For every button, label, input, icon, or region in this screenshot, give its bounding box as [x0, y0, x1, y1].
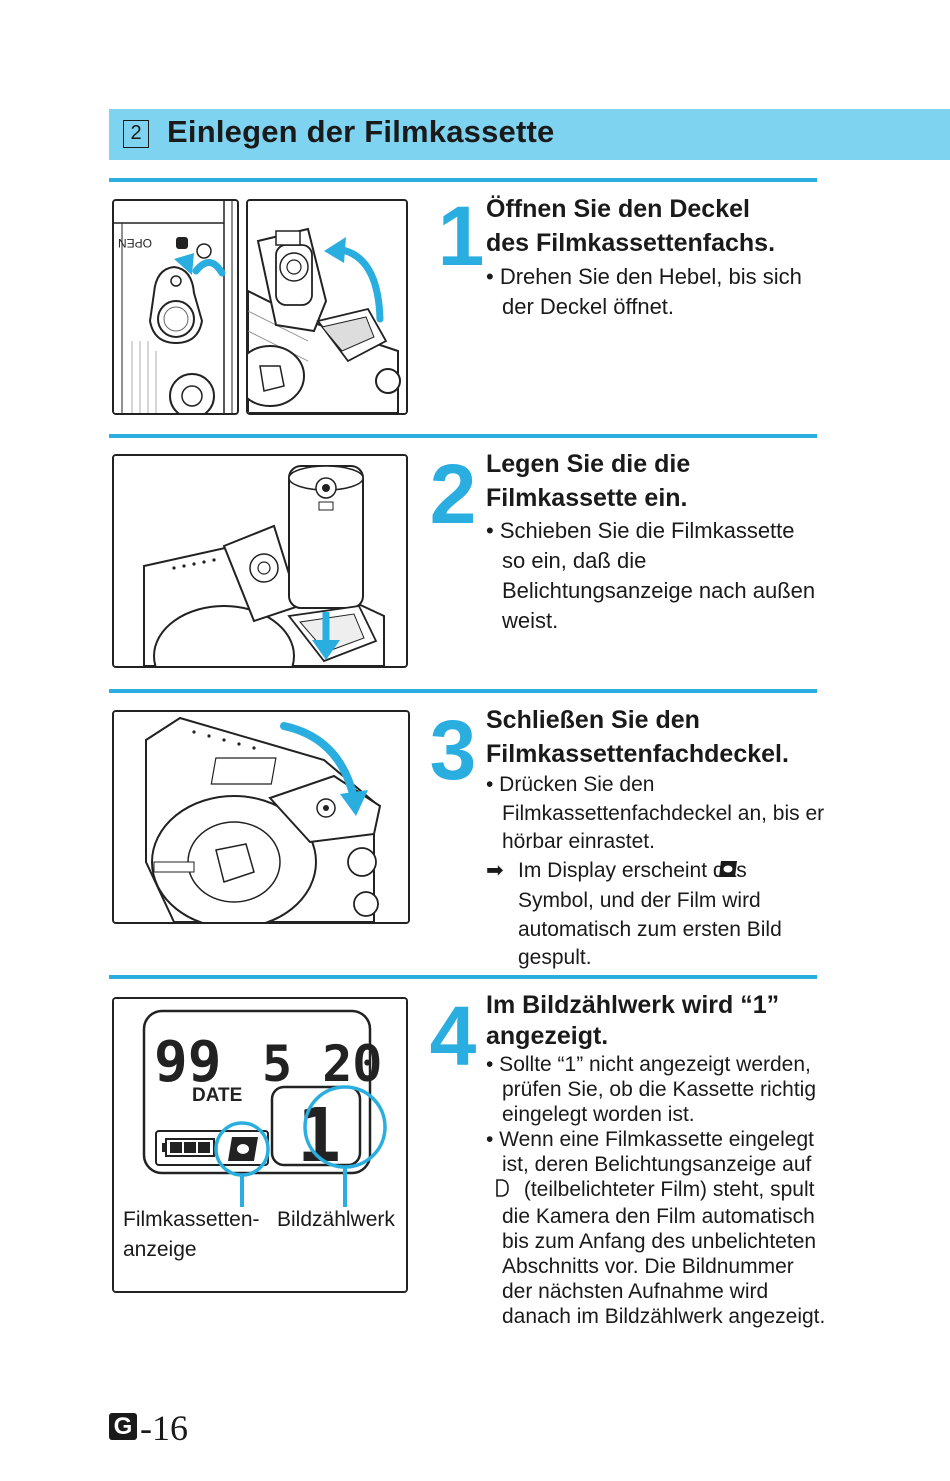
step2-figure-insert-cassette [112, 454, 408, 668]
step1-figure-lever: OPEN [112, 199, 239, 415]
open-label: OPEN [118, 236, 152, 250]
step-heading: Im Bildzählwerk wird “1” angezeigt. [486, 990, 826, 1052]
step1-text: Öffnen Sie den Deckel des Filmkassettenf… [486, 192, 816, 322]
section-divider [109, 689, 817, 693]
step4-text: Im Bildzählwerk wird “1” angezeigt. • So… [486, 990, 826, 1329]
step-heading-line: Filmkassettenfachdeckel. [486, 740, 789, 768]
step-number: 2 [429, 447, 477, 541]
bullet: • Schieben Sie die Filmkassette so ein, … [486, 518, 816, 633]
bullet: • Sollte “1” nicht angezeigt werden, prü… [486, 1053, 817, 1126]
step-heading-line: Öffnen Sie den Deckel [486, 195, 750, 223]
bullet-text: (teilbelichteter Film) steht, spult die … [502, 1178, 826, 1328]
step-heading-line: angezeigt. [486, 1022, 609, 1050]
bullet: • Drehen Sie den Hebel, bis sich der Dec… [486, 264, 802, 319]
step-heading-line: des Filmkassettenfachs. [486, 229, 776, 257]
bullet: • Drücken Sie den Filmkassettenfachdecke… [486, 773, 825, 853]
result-text: Symbol, und der Film wird automatisch zu… [518, 889, 782, 969]
label-frame-counter: Bildzählwerk [277, 1208, 395, 1231]
lcd-date-label: DATE [192, 1085, 242, 1106]
bullet: • Wenn eine Filmkassette eingelegt ist, … [486, 1127, 826, 1329]
section-divider [109, 434, 817, 438]
step1-figure-open-lid [246, 199, 408, 415]
step-instructions: • Sollte “1” nicht angezeigt werden, prü… [486, 1052, 826, 1329]
label-line: anzeige [123, 1238, 197, 1261]
step-instructions: • Drehen Sie den Hebel, bis sich der Dec… [486, 262, 816, 322]
bullet-text: • Wenn eine Filmkassette eingelegt ist, … [486, 1128, 814, 1176]
result-text: Im Display erscheint das [518, 858, 747, 882]
step-heading-line: Schließen Sie den [486, 706, 700, 734]
step-number: 3 [429, 703, 477, 797]
section-number: 2 [123, 120, 149, 148]
lcd-shots-remaining: 99 [154, 1030, 221, 1095]
page-title: Einlegen der Filmkassette [167, 114, 555, 149]
step-heading: Legen Sie die die Filmkassette ein. [486, 447, 816, 515]
language-badge: G [109, 1413, 137, 1440]
step-instructions: • Schieben Sie die Filmkassette so ein, … [486, 516, 816, 636]
step-instructions: • Drücken Sie den Filmkassettenfachdecke… [486, 771, 826, 973]
lcd-panel: 99 5 20 DATE 1 [114, 999, 406, 1291]
step-heading-line: Filmkassette ein. [486, 484, 688, 512]
section-divider [109, 178, 817, 182]
step-heading: Öffnen Sie den Deckel des Filmkassettenf… [486, 192, 816, 260]
lcd-mode-readout: 5 20 [262, 1035, 382, 1093]
step-heading: Schließen Sie den Filmkassettenfachdecke… [486, 703, 826, 771]
step4-figure-lcd: 99 5 20 DATE 1 Filmkassetten- anzeige Bi… [112, 997, 408, 1293]
result-arrow-icon: ➡ [486, 858, 504, 882]
step-number: 1 [437, 189, 485, 283]
result-note: ➡ Im Display erscheint das Symbol, und de… [486, 857, 826, 973]
section-divider [109, 975, 817, 979]
step2-text: Legen Sie die die Filmkassette ein. • Sc… [486, 447, 816, 636]
label-cassette-indicator: Filmkassetten- anzeige [123, 1205, 260, 1265]
label-line: Filmkassetten- [123, 1208, 260, 1231]
step3-figure-close-lid [112, 710, 410, 924]
step-heading-line: Im Bildzählwerk wird “1” [486, 991, 780, 1019]
step3-text: Schließen Sie den Filmkassettenfachdecke… [486, 703, 826, 973]
step-number: 4 [429, 989, 477, 1083]
step-heading-line: Legen Sie die die [486, 450, 691, 478]
battery-icon [162, 1138, 215, 1157]
section-header: 2 Einlegen der Filmkassette [109, 109, 950, 160]
page-number: -16 [140, 1408, 188, 1448]
